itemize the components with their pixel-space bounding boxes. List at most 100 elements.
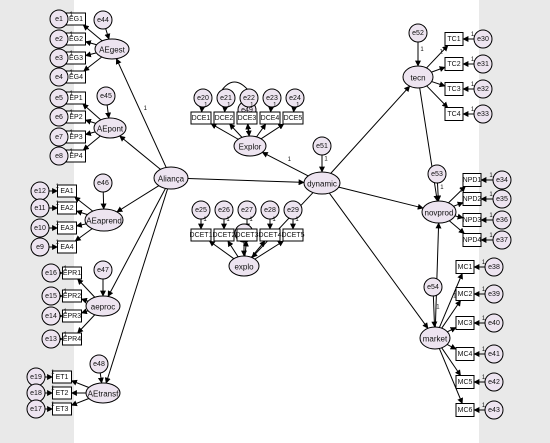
indicator-label-MC5: MC5 — [458, 379, 473, 386]
indicator-node-EA3 — [57, 221, 77, 235]
latent-label-market: market — [423, 335, 448, 344]
error-node-e39 — [484, 284, 504, 304]
indicator-node-DCET3 — [236, 228, 258, 242]
error-label-e52: e52 — [412, 30, 424, 37]
path-dynamic-to-novprod — [338, 186, 424, 210]
coef-market-MC1: 1 — [453, 293, 457, 299]
latent-node-dynamic — [303, 171, 341, 195]
indicator-node-MC5 — [455, 375, 475, 389]
coef-e24-DCE5: 1 — [296, 102, 300, 108]
latent-node-aliança — [153, 166, 189, 190]
path-aepont-to-EP3 — [84, 130, 96, 137]
error-label-e13: e13 — [45, 336, 57, 343]
error-label-e27: e27 — [241, 207, 253, 214]
error-label-e44: e44 — [97, 17, 109, 24]
error-node-e28 — [260, 200, 280, 220]
indicator-node-DCE4 — [259, 111, 281, 125]
error-label-e25: e25 — [195, 207, 207, 214]
path-e20-to-DCE1 — [199, 106, 206, 113]
path-aliança-to-aegest — [115, 58, 167, 168]
path-explo-to-DCET2 — [227, 240, 239, 258]
path-e48-to-aetransf — [97, 372, 104, 384]
coef-e31-TC2: 1 — [471, 57, 475, 63]
indicator-node-MC4 — [455, 347, 475, 361]
indicator-label-ET1: ET1 — [56, 374, 69, 381]
error-label-e2: e2 — [55, 36, 63, 43]
coef-e37-NPD4: 1 — [489, 233, 493, 239]
indicator-label-MC3: MC3 — [458, 320, 473, 327]
indicator-label-EG3: EG3 — [69, 55, 83, 62]
error-node-e51 — [312, 136, 332, 156]
path-novprod-to-NPD3 — [454, 213, 464, 220]
latent-label-tecn: tecn — [410, 74, 425, 83]
error-label-e40: e40 — [488, 320, 500, 327]
coef-e4-EG4: 1 — [70, 70, 74, 76]
error-label-e29: e29 — [287, 207, 299, 214]
error-label-e23: e23 — [266, 95, 278, 102]
path-aeproc-to-EPR4 — [77, 314, 96, 334]
error-label-e3: e3 — [55, 55, 63, 62]
coef-e29-DCET5: 1 — [295, 217, 299, 223]
path-aetransf-to-ET1 — [70, 379, 90, 388]
error-node-e38 — [484, 257, 504, 277]
latent-node-aeaprend — [84, 208, 124, 232]
coef-e20-DCE1: 1 — [204, 102, 208, 108]
error-label-e15: e15 — [45, 293, 57, 300]
indicator-node-DCET2 — [213, 228, 235, 242]
latent-node-novprod — [421, 200, 457, 224]
error-label-e17: e17 — [30, 406, 42, 413]
indicator-label-TC3: TC3 — [447, 86, 460, 93]
path-explor-to-DCE5 — [260, 123, 285, 140]
path-aeaprend-to-EA2 — [75, 209, 88, 216]
indicator-label-MC1: MC1 — [458, 264, 473, 271]
error-label-e9: e9 — [36, 244, 44, 251]
indicator-node-DCE5 — [282, 111, 304, 125]
error-node-e11 — [30, 198, 50, 218]
coef-e25-DCET1: 1 — [203, 217, 207, 223]
error-node-e27 — [237, 200, 257, 220]
node-layer: AliançaAEgeste44AEponte45AEaprende46aepr… — [26, 9, 512, 420]
error-node-e48 — [89, 354, 109, 374]
error-label-e45: e45 — [100, 93, 112, 100]
error-node-e34 — [492, 170, 512, 190]
indicator-label-DCE1: DCE1 — [192, 115, 211, 122]
coef-e3-EG3: 1 — [70, 51, 74, 57]
indicator-node-MC3 — [455, 316, 475, 330]
path-novprod-to-NPD1 — [448, 186, 466, 204]
path-e21-to-DCE2 — [222, 106, 229, 113]
coef-e21-DCE2: 1 — [227, 102, 231, 108]
path-aepont-to-EP4 — [82, 135, 101, 151]
path-aeproc-to-EPR3 — [80, 308, 89, 315]
coef-e40-MC3: 1 — [482, 316, 486, 322]
coef-e28-DCET4: 1 — [272, 217, 276, 223]
latent-label-dynamic: dynamic — [307, 180, 337, 189]
error-node-e25 — [191, 200, 211, 220]
indicator-label-ET3: ET3 — [56, 406, 69, 413]
error-label-e41: e41 — [488, 351, 500, 358]
coef-e34-NPD1: 1 — [489, 173, 493, 179]
covariance-e21-e22 — [221, 81, 249, 91]
error-node-e52 — [408, 23, 428, 43]
error-label-e39: e39 — [488, 291, 500, 298]
path-tecn-to-TC3 — [431, 81, 446, 88]
path-explo-to-DCET4 — [250, 240, 266, 258]
coef-e18-ET2: 1 — [51, 386, 55, 392]
indicator-node-DCE3 — [236, 111, 258, 125]
coef-e19-ET1: 1 — [51, 370, 55, 376]
error-label-e24: e24 — [289, 95, 301, 102]
error-node-e41 — [484, 344, 504, 364]
path-aegest-to-EG2 — [84, 40, 97, 46]
error-label-e34: e34 — [496, 177, 508, 184]
path-aegest-to-EG1 — [82, 24, 103, 42]
path-market-to-MC1 — [438, 272, 463, 328]
latent-label-novprod: novprod — [425, 209, 454, 218]
error-label-e30: e30 — [477, 36, 489, 43]
error-label-e33: e33 — [477, 111, 489, 118]
coef-e43-MC6: 1 — [482, 403, 486, 409]
indicator-node-NPD1 — [462, 173, 482, 187]
path-tecn-to-TC1 — [426, 45, 449, 69]
indicator-node-TC3 — [444, 82, 464, 96]
path-explor-to-DCE4 — [256, 123, 267, 138]
latent-node-aegest — [94, 38, 130, 60]
